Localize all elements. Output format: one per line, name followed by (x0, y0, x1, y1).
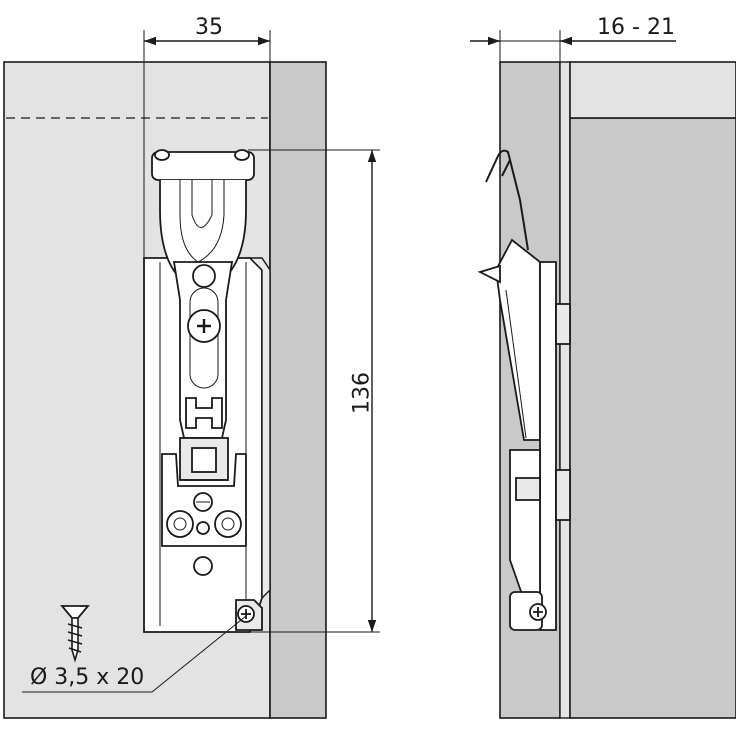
side-door (569, 117, 736, 719)
side-view (477, 61, 736, 719)
dimension-width: 35 (144, 15, 270, 46)
side-hinge-drawing (477, 149, 571, 631)
side-panel-edge (559, 61, 571, 719)
dimension-width-label: 35 (195, 15, 223, 40)
countersunk-screw-icon (60, 605, 90, 663)
screw-size-label: Ø 3,5 x 20 (30, 665, 144, 690)
front-view: Ø 3,5 x 20 (3, 30, 327, 719)
hinge-mechanism-drawing (143, 149, 271, 633)
screw-leader-line (22, 615, 247, 693)
front-door-edge (269, 61, 327, 719)
dimension-height: 136 (248, 149, 380, 633)
dimension-offset: 16 - 21 (470, 15, 676, 62)
dimension-height-label: 136 (350, 372, 375, 414)
dimension-offset-label: 16 - 21 (597, 15, 675, 40)
